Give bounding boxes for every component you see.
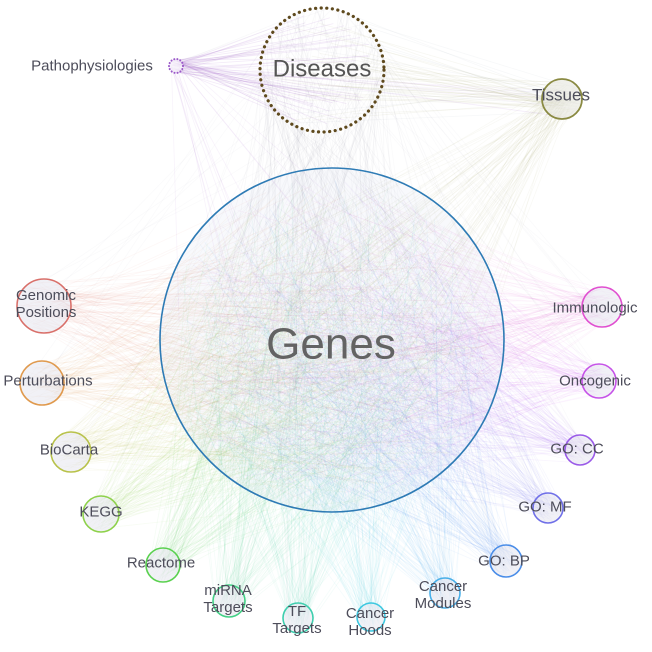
- edge-bundle-tf-targets-to-genes: [182, 182, 475, 633]
- node-immunologic[interactable]: [581, 286, 623, 328]
- edge-bundle-tissues-to-diseases: [264, 22, 581, 121]
- edge-bundle-go-cc-to-genes: [183, 181, 594, 482]
- node-genomic-positions[interactable]: [16, 278, 72, 334]
- edge-bundle-diseases-to-tissues: [261, 10, 578, 124]
- node-reactome[interactable]: [145, 547, 181, 583]
- edge-bundle-mirna-targets-to-genes: [182, 186, 481, 616]
- node-kegg[interactable]: [82, 495, 120, 533]
- node-go-cc[interactable]: [564, 434, 596, 466]
- edge-bundle-pathophysiologies-to-tissues: [169, 60, 578, 118]
- node-tf-targets[interactable]: [282, 602, 314, 634]
- node-oncogenic[interactable]: [581, 363, 617, 399]
- node-cancer-hoods[interactable]: [356, 602, 386, 632]
- node-perturbations[interactable]: [19, 360, 65, 406]
- edge-bundle-tissues-to-genes: [171, 81, 578, 504]
- node-tissues[interactable]: [541, 78, 583, 120]
- node-cancer-modules[interactable]: [429, 577, 461, 609]
- edge-bundle-genomic-positions-to-genes: [18, 185, 488, 493]
- node-genes[interactable]: [159, 167, 505, 513]
- edge-bundle-perturbations-to-genes: [21, 190, 490, 502]
- edge-bundle-oncogenic-to-genes: [178, 185, 615, 498]
- edge-bundle-immunologic-to-genes: [185, 195, 619, 482]
- node-go-bp[interactable]: [489, 544, 523, 578]
- node-pathophysiologies[interactable]: [168, 58, 184, 74]
- edge-bundle-cancer-hoods-to-genes: [191, 206, 489, 630]
- node-diseases[interactable]: [258, 6, 386, 134]
- node-mirna-targets[interactable]: [212, 584, 246, 618]
- edge-bundle-cancer-modules-to-genes: [183, 179, 481, 608]
- edge-bundle-go-mf-to-genes: [182, 187, 563, 522]
- edge-bundle-reactome-to-genes: [147, 187, 481, 581]
- edge-bundle-biocarta-to-genes: [52, 182, 487, 493]
- node-biocarta[interactable]: [50, 431, 92, 473]
- node-go-mf[interactable]: [532, 492, 564, 524]
- edge-bundle-diseases-to-genes: [184, 7, 477, 494]
- edge-bundle-pathophysiologies-to-genes: [169, 59, 445, 471]
